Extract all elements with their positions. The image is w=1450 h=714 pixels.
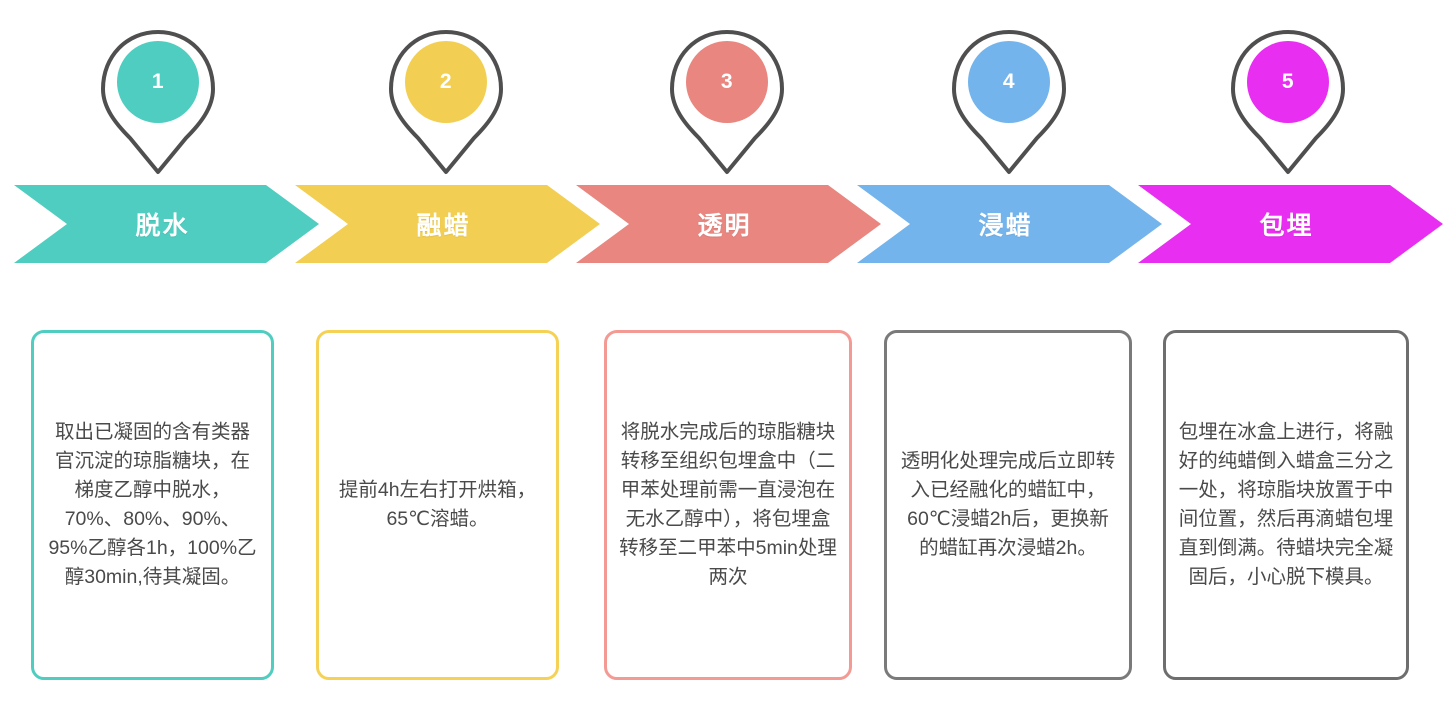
chevron-label-4: 浸蜡	[978, 212, 1033, 240]
step-card-1[interactable]: 取出已凝固的含有类器官沉淀的琼脂糖块，在梯度乙醇中脱水，70%、80%、90%、…	[31, 330, 274, 680]
step-marker-4[interactable]: 4	[949, 28, 1069, 176]
chevron-label-2: 融蜡	[416, 212, 471, 240]
chevron-banner-2[interactable]: 融蜡	[295, 185, 600, 263]
step-card-4[interactable]: 透明化处理完成后立即转入已经融化的蜡缸中，60℃浸蜡2h后，更换新的蜡缸再次浸蜡…	[884, 330, 1132, 680]
step-marker-disc-1	[117, 41, 199, 123]
chevron-label-5: 包埋	[1259, 212, 1314, 240]
step-marker-disc-2	[405, 41, 487, 123]
chevron-banner-1[interactable]: 脱水	[14, 185, 319, 263]
step-card-text-2: 提前4h左右打开烘箱，65℃溶蜡。	[338, 479, 537, 530]
chevron-label-3: 透明	[697, 212, 752, 240]
step-marker-3[interactable]: 3	[667, 28, 787, 176]
step-marker-disc-5	[1247, 41, 1329, 123]
step-card-5[interactable]: 包埋在冰盒上进行，将融好的纯蜡倒入蜡盒三分之一处，将琼脂块放置于中间位置，然后再…	[1163, 330, 1409, 680]
step-card-text-3: 将脱水完成后的琼脂糖块转移至组织包埋盒中（二甲苯处理前需一直浸泡在无水乙醇中），…	[619, 421, 837, 588]
step-markers-row: 1 2 3 4 5	[0, 0, 1450, 180]
step-number-2: 2	[439, 70, 453, 93]
step-card-3[interactable]: 将脱水完成后的琼脂糖块转移至组织包埋盒中（二甲苯处理前需一直浸泡在无水乙醇中），…	[604, 330, 852, 680]
chevron-label-1: 脱水	[135, 212, 190, 240]
step-card-text-5: 包埋在冰盒上进行，将融好的纯蜡倒入蜡盒三分之一处，将琼脂块放置于中间位置，然后再…	[1178, 421, 1394, 588]
chevron-banner-3[interactable]: 透明	[576, 185, 881, 263]
step-number-5: 5	[1281, 70, 1295, 93]
step-number-3: 3	[720, 70, 734, 93]
step-card-text-4: 透明化处理完成后立即转入已经融化的蜡缸中，60℃浸蜡2h后，更换新的蜡缸再次浸蜡…	[900, 450, 1116, 559]
step-marker-disc-4	[968, 41, 1050, 123]
step-number-4: 4	[1002, 70, 1016, 93]
chevron-banner-4[interactable]: 浸蜡	[857, 185, 1162, 263]
step-marker-1[interactable]: 1	[98, 28, 218, 176]
step-marker-5[interactable]: 5	[1228, 28, 1348, 176]
chevron-banner-5[interactable]: 包埋	[1138, 185, 1443, 263]
step-card-2[interactable]: 提前4h左右打开烘箱，65℃溶蜡。	[316, 330, 559, 680]
step-marker-2[interactable]: 2	[386, 28, 506, 176]
step-marker-disc-3	[686, 41, 768, 123]
chevron-banner-row: 脱水 融蜡 透明 浸蜡 包埋	[0, 185, 1450, 263]
step-card-text-1: 取出已凝固的含有类器官沉淀的琼脂糖块，在梯度乙醇中脱水，70%、80%、90%、…	[48, 421, 257, 588]
step-number-1: 1	[151, 70, 165, 93]
step-cards-row: 取出已凝固的含有类器官沉淀的琼脂糖块，在梯度乙醇中脱水，70%、80%、90%、…	[0, 330, 1450, 682]
